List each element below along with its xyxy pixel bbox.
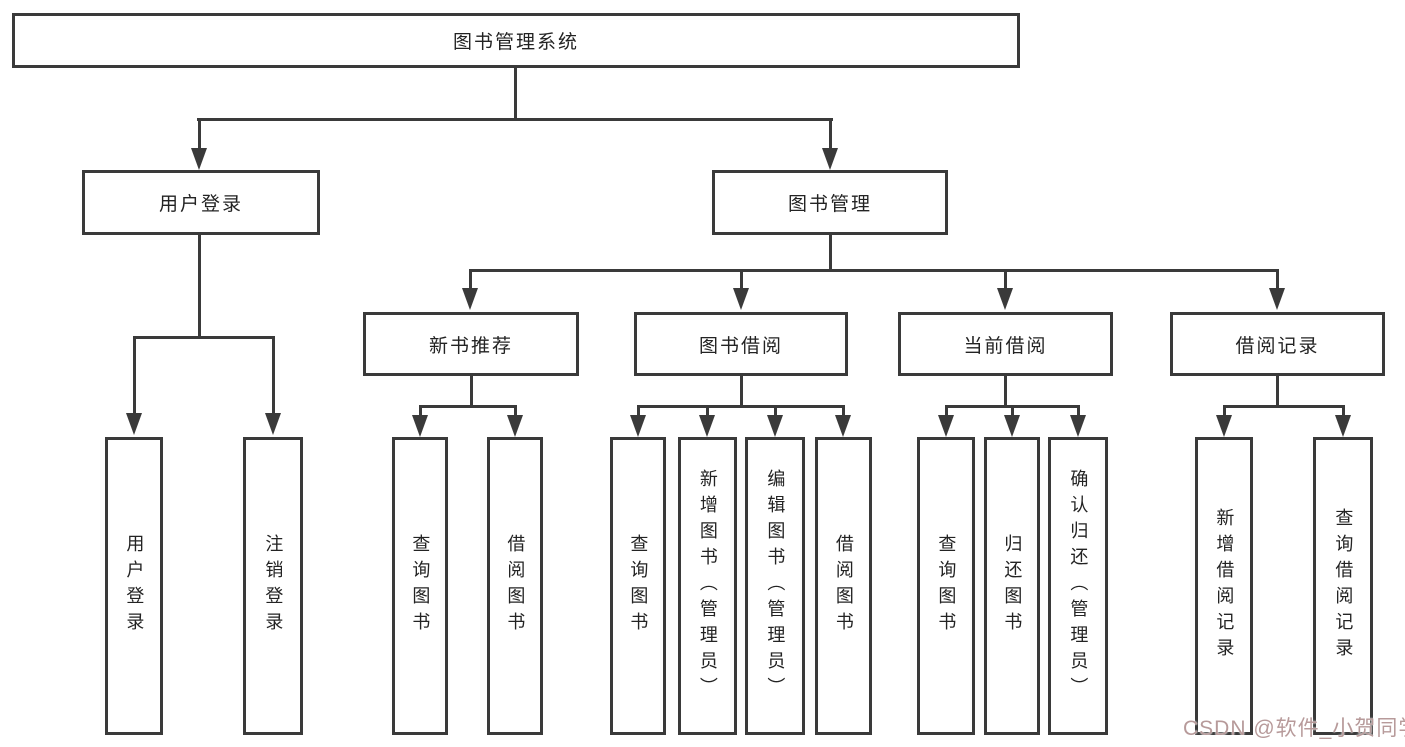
connector-line [637,405,640,417]
connector-line [842,405,845,417]
connector-line [1223,405,1226,417]
connector-arrowhead [835,415,851,437]
node-root-system: 图书管理系统 [12,13,1020,68]
node-user-login-label: 用户登录 [158,194,243,215]
connector-arrowhead [699,415,715,437]
connector-line [829,234,832,272]
leaf-query-books-3-label: 查询图书 [936,534,957,638]
node-borrow-records: 借阅记录 [1170,312,1385,376]
connector-line [1004,269,1007,290]
leaf-query-borrow-record-label: 查询借阅记录 [1333,508,1354,664]
leaf-confirm-return-admin-label: 确认归还（管理员） [1068,469,1089,703]
connector-line [740,269,743,290]
leaf-return-book-label: 归还图书 [1002,534,1023,638]
leaf-query-books-2-label: 查询图书 [628,534,649,638]
connector-arrowhead [507,415,523,437]
connector-arrowhead [126,413,142,435]
node-borrow-records-label: 借阅记录 [1235,335,1320,357]
leaf-add-book-admin-label: 新增图书（管理员） [697,469,718,703]
node-book-management-label: 图书管理 [787,194,872,215]
leaf-add-book-admin: 新增图书（管理员） [678,437,737,735]
leaf-confirm-return-admin: 确认归还（管理员） [1048,437,1108,735]
connector-line [133,336,136,415]
leaf-borrow-books-1: 借阅图书 [487,437,543,735]
connector-arrowhead [630,415,646,437]
leaf-borrow-books-2: 借阅图书 [815,437,872,735]
connector-line [198,118,201,150]
connector-line [514,405,517,417]
connector-line [469,269,472,290]
connector-arrowhead [1335,415,1351,437]
connector-line [469,269,1279,272]
connector-arrowhead [997,288,1013,310]
leaf-query-books-1-label: 查询图书 [410,534,431,638]
node-current-borrow: 当前借阅 [898,312,1113,376]
node-user-login: 用户登录 [82,170,320,235]
connector-arrowhead [462,288,478,310]
connector-arrowhead [938,415,954,437]
connector-line [1223,405,1345,408]
connector-line [706,405,709,417]
connector-line [470,376,473,408]
leaf-edit-book-admin: 编辑图书（管理员） [745,437,805,735]
leaf-return-book: 归还图书 [984,437,1040,735]
connector-arrowhead [1070,415,1086,437]
leaf-borrow-books-2-label: 借阅图书 [833,534,854,638]
leaf-edit-book-admin-label: 编辑图书（管理员） [765,469,786,703]
leaf-query-books-3: 查询图书 [917,437,975,735]
node-book-management: 图书管理 [712,170,948,235]
node-book-borrow-label: 图书借阅 [698,335,783,357]
connector-arrowhead [1269,288,1285,310]
leaf-user-login-label: 用户登录 [124,534,145,638]
connector-line [637,405,845,408]
connector-line [197,118,833,121]
connector-line [419,405,517,408]
leaf-add-borrow-record: 新增借阅记录 [1195,437,1253,735]
connector-line [1011,405,1014,417]
node-new-book-recommend: 新书推荐 [363,312,579,376]
connector-line [1276,269,1279,290]
connector-arrowhead [822,148,838,170]
leaf-query-books-1: 查询图书 [392,437,448,735]
connector-line [198,234,201,339]
connector-arrowhead [767,415,783,437]
connector-line [1342,405,1345,417]
node-current-borrow-label: 当前借阅 [963,335,1048,357]
connector-arrowhead [191,148,207,170]
connector-line [945,405,948,417]
leaf-user-login: 用户登录 [105,437,163,735]
connector-arrowhead [265,413,281,435]
leaf-query-books-2: 查询图书 [610,437,666,735]
connector-arrowhead [1004,415,1020,437]
connector-line [774,405,777,417]
connector-line [1276,376,1279,408]
connector-line [740,376,743,408]
leaf-logout: 注销登录 [243,437,303,735]
connector-arrowhead [412,415,428,437]
node-new-book-recommend-label: 新书推荐 [428,335,513,357]
leaf-borrow-books-1-label: 借阅图书 [505,534,526,638]
leaf-add-borrow-record-label: 新增借阅记录 [1214,508,1235,664]
connector-line [829,118,832,150]
connector-line [419,405,422,417]
csdn-watermark: CSDN @软件_小贺同学 [1183,717,1405,740]
connector-arrowhead [1216,415,1232,437]
connector-line [1077,405,1080,417]
node-root-label: 图书管理系统 [452,32,579,53]
connector-line [1004,376,1007,408]
connector-line [514,68,517,119]
connector-line [133,336,275,339]
leaf-query-borrow-record: 查询借阅记录 [1313,437,1373,735]
leaf-logout-label: 注销登录 [263,534,284,638]
connector-line [272,336,275,415]
connector-arrowhead [733,288,749,310]
node-book-borrow: 图书借阅 [634,312,848,376]
